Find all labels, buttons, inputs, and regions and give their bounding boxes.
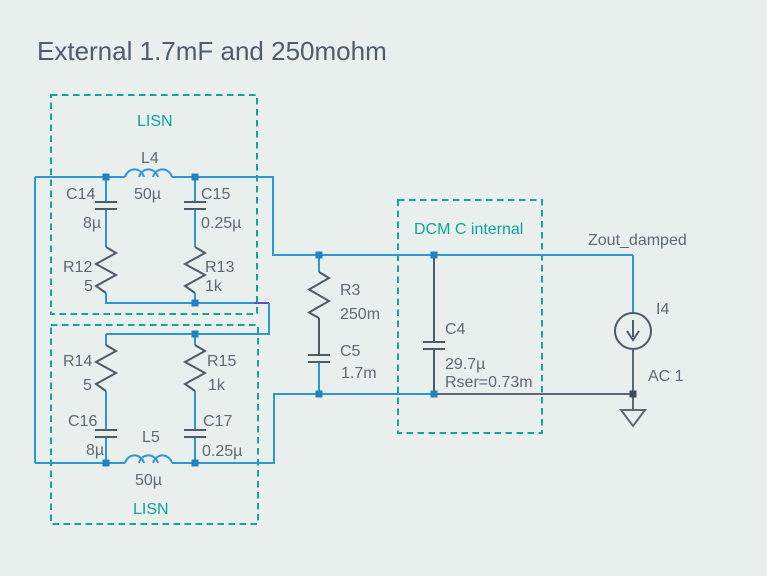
c4-capacitor-symbol (423, 255, 445, 394)
c17-ref-label: C17 (203, 413, 232, 430)
page-title: External 1.7mF and 250mohm (37, 36, 387, 66)
i4-current-source-symbol (614, 312, 652, 350)
junction-dot (430, 390, 438, 398)
l5-ref-label: L5 (142, 429, 160, 446)
junction-dot (191, 299, 199, 307)
r15-ref-label: R15 (207, 353, 236, 370)
l4-ref-label: L4 (141, 150, 159, 167)
c5-value-label: 1.7m (341, 365, 377, 382)
junction-dot (430, 251, 438, 259)
r13-ref-label: R13 (205, 259, 234, 276)
top-rail-right-wire (172, 176, 633, 256)
r15-value-label: 1k (208, 377, 226, 394)
l4-value-label: 50µ (134, 186, 161, 203)
c14-ref-label: C14 (66, 186, 95, 203)
c4-value-label: 29.7µ (445, 356, 485, 373)
dcm-internal-label: DCM C internal (414, 221, 523, 238)
r15-resistor-symbol (182, 344, 208, 392)
c15-value-label: 0.25µ (201, 215, 241, 232)
junction-dot (315, 390, 323, 398)
c5-capacitor-symbol (308, 318, 330, 363)
i4-value-label: AC 1 (648, 368, 684, 385)
lisn-interlink-wire (106, 303, 270, 335)
ground-junction-dot (629, 390, 637, 398)
r14-value-label: 5 (83, 377, 92, 394)
r3-value-label: 250m (340, 306, 380, 323)
r14-ref-label: R14 (63, 353, 92, 370)
r14-resistor-symbol (93, 344, 119, 392)
r12-ref-label: R12 (63, 259, 92, 276)
r13-value-label: 1k (205, 278, 223, 295)
junction-dot (102, 173, 110, 181)
zout-net-label: Zout_damped (588, 232, 687, 249)
c17-capacitor-symbol (184, 429, 206, 438)
l5-value-label: 50µ (135, 472, 162, 489)
lisn-top-label: LISN (137, 113, 173, 130)
c16-capacitor-symbol (95, 429, 117, 438)
ground-icon (619, 409, 647, 428)
i4-ref-label: I4 (656, 301, 669, 318)
c17-value-label: 0.25µ (202, 443, 242, 460)
c15-ref-label: C15 (201, 186, 230, 203)
c15-capacitor-symbol (184, 201, 206, 210)
c14-capacitor-symbol (95, 201, 117, 210)
c14-value-label: 8µ (83, 215, 101, 232)
l5-inductor-symbol (124, 454, 173, 464)
lisn-bottom-box (50, 324, 259, 525)
junction-dot (191, 330, 199, 338)
junction-dot (315, 251, 323, 259)
lisn-bottom-label: LISN (133, 501, 169, 518)
lisn-top-bottom-rail-wire (105, 293, 254, 304)
junction-dot (102, 459, 110, 467)
dcm-internal-box (397, 199, 543, 434)
current-arrow-icon (626, 320, 640, 342)
r3-resistor-symbol (306, 271, 332, 319)
c16-ref-label: C16 (68, 413, 97, 430)
bottom-rail-right-wire (172, 393, 434, 464)
c4-rser-label: Rser=0.73m (445, 374, 533, 391)
l4-inductor-symbol (124, 168, 173, 178)
i4-circle (614, 312, 652, 350)
r12-resistor-symbol (93, 246, 119, 294)
r13-resistor-symbol (182, 246, 208, 294)
c5-ref-label: C5 (340, 343, 361, 360)
c16-value-label: 8µ (86, 442, 104, 459)
r3-ref-label: R3 (340, 282, 361, 299)
c4-ref-label: C4 (445, 321, 466, 338)
junction-dot (191, 173, 199, 181)
junction-dot (191, 459, 199, 467)
r12-value-label: 5 (84, 278, 93, 295)
lisn-top-box (50, 94, 258, 315)
